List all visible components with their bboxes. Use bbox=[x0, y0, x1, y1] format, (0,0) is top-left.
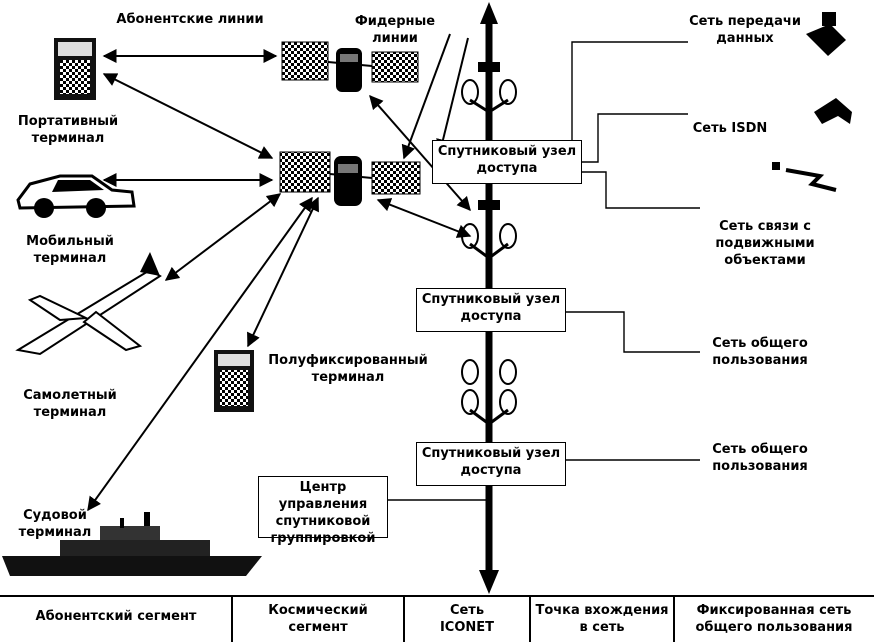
data-network-label: Сеть передачи данных bbox=[689, 14, 801, 46]
data-network-icon bbox=[806, 12, 846, 56]
segment-separators bbox=[0, 595, 874, 642]
satellite-icon bbox=[279, 151, 421, 206]
segment-iconet: Сеть ICONET bbox=[439, 603, 495, 635]
access-node-box: Спутниковый узел доступа bbox=[416, 442, 566, 486]
portable-terminal-icon bbox=[54, 38, 96, 100]
ship-terminal-icon bbox=[2, 512, 262, 576]
segment-entry-point: Точка вхождения в сеть bbox=[535, 603, 669, 635]
mobile-network-icon bbox=[772, 162, 837, 192]
ship-terminal-label: Судовой терминал bbox=[18, 508, 92, 540]
aircraft-terminal-icon bbox=[15, 252, 162, 356]
segment-subscriber: Абонентский сегмент bbox=[35, 609, 197, 624]
segment-fixed-network: Фиксированная сеть общего пользования bbox=[695, 603, 853, 635]
subscriber-lines-label: Абонентские линии bbox=[116, 12, 264, 27]
control-center-box: Центр управления спутниковой группировко… bbox=[258, 476, 388, 546]
public-network-label: Сеть общего пользования bbox=[712, 442, 808, 474]
access-node-box: Спутниковый узел доступа bbox=[432, 140, 582, 184]
isdn-network-icon bbox=[814, 98, 852, 124]
semifixed-terminal-icon bbox=[214, 350, 254, 412]
segment-space: Космический сегмент bbox=[268, 603, 368, 635]
antenna-icon bbox=[461, 62, 517, 114]
mobile-network-label: Сеть связи с подвижными объектами bbox=[715, 219, 815, 268]
mobile-terminal-label: Мобильный терминал bbox=[26, 234, 114, 266]
public-network-label: Сеть общего пользования bbox=[712, 336, 808, 368]
portable-terminal-label: Портативный терминал bbox=[17, 114, 119, 146]
satellite-icon bbox=[281, 41, 419, 92]
car-terminal-icon bbox=[16, 174, 136, 218]
isdn-network-label: Сеть ISDN bbox=[692, 121, 768, 136]
antenna-icon bbox=[461, 359, 517, 426]
aircraft-terminal-label: Самолетный терминал bbox=[23, 388, 117, 420]
network-connectors bbox=[388, 41, 700, 501]
access-node-box: Спутниковый узел доступа bbox=[416, 288, 566, 332]
semifixed-terminal-label: Полуфиксированный терминал bbox=[268, 353, 428, 385]
feeder-lines-label: Фидерные линии bbox=[354, 14, 436, 46]
link-arrows bbox=[87, 33, 472, 512]
